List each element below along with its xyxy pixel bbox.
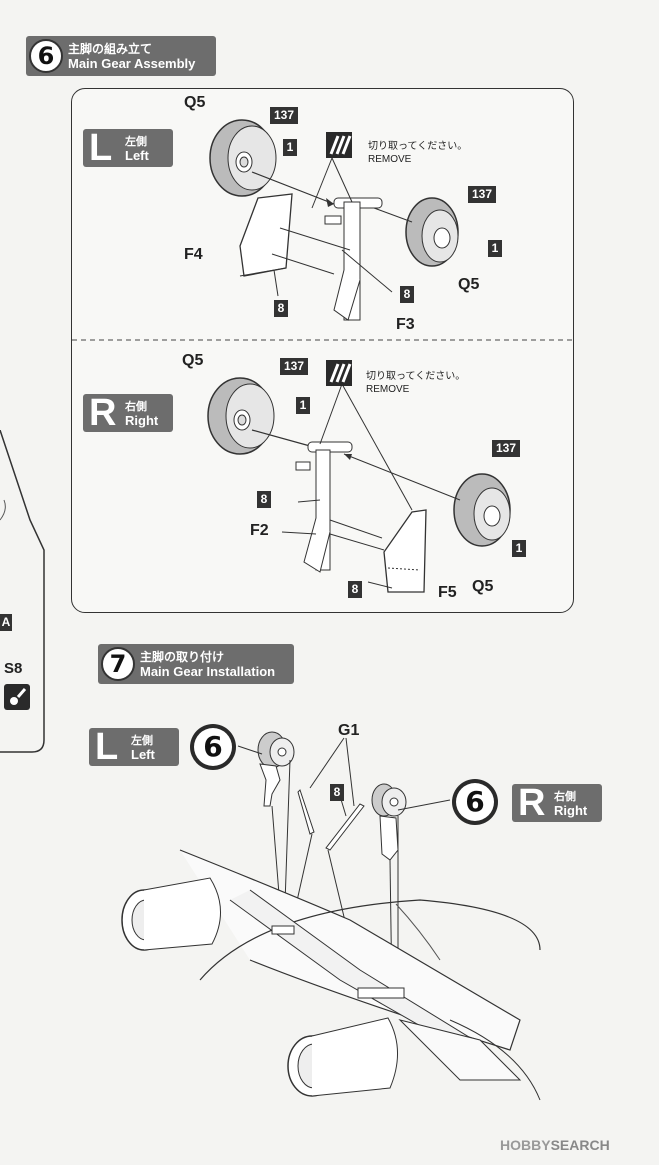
step-6-title-jp: 主脚の組み立て xyxy=(68,42,153,56)
door-g1-left xyxy=(297,789,315,835)
ref-step6-right-num: 6 xyxy=(456,783,494,821)
label-q5-left-right: Q5 xyxy=(458,276,480,293)
step7-left-jp: 左側 xyxy=(131,735,153,747)
watermark-part2: SEARCH xyxy=(550,1137,610,1153)
right-letter: R xyxy=(89,392,117,434)
panel-divider xyxy=(72,339,572,341)
margin-part-s8: S8 xyxy=(4,660,23,677)
label-f4: F4 xyxy=(184,246,203,263)
step7-right-jp: 右側 xyxy=(554,791,576,803)
remove-jp-left: 切り取ってください。 xyxy=(368,141,468,152)
watermark: HOBBYSEARCH xyxy=(500,1137,610,1153)
label-q5-right-bottom: Q5 xyxy=(472,578,494,595)
engine-right xyxy=(287,1017,399,1097)
ref-step6-left: 6 xyxy=(190,724,236,770)
box-1-left-top: 1 xyxy=(283,139,297,156)
label-q5-right-top: Q5 xyxy=(182,352,204,369)
step-7-header: 7 主脚の取り付け Main Gear Installation xyxy=(98,644,294,684)
door-f4 xyxy=(239,193,293,277)
right-side-tag: R 右側 Right xyxy=(83,392,173,434)
step7-right-letter: R xyxy=(518,782,546,824)
box-137-right-top: 137 xyxy=(280,358,308,375)
right-en: Right xyxy=(125,413,159,428)
ref-step6-right: 6 xyxy=(452,779,498,825)
step7-right-tag: R 右側 Right xyxy=(512,782,602,824)
box-8-right-b: 8 xyxy=(348,581,362,598)
box-1-right-bottom: 1 xyxy=(512,540,526,557)
step-6-title-en: Main Gear Assembly xyxy=(68,56,196,71)
box-1-left-right: 1 xyxy=(488,240,502,257)
strut-f3 xyxy=(324,197,383,321)
right-jp: 右側 xyxy=(125,401,147,413)
watermark-part1: HOBBY xyxy=(500,1137,551,1153)
step-6-header: 6 主脚の組み立て Main Gear Assembly xyxy=(26,36,216,76)
left-side-tag: L 左側 Left xyxy=(83,127,173,169)
box-1-right-top: 1 xyxy=(296,397,310,414)
remove-en-right: REMOVE xyxy=(366,384,410,395)
label-f3: F3 xyxy=(396,316,415,333)
wheel-q5-right xyxy=(405,197,459,267)
engine-left xyxy=(121,877,221,951)
remove-text-right: 切り取ってください。 REMOVE xyxy=(366,370,465,396)
step7-left-letter: L xyxy=(95,726,119,768)
box-8-left-a: 8 xyxy=(274,300,288,317)
paint-icon xyxy=(4,684,30,710)
remove-en-left: REMOVE xyxy=(368,154,412,165)
previous-panel-edge xyxy=(0,430,45,753)
left-gear-drawing xyxy=(209,119,459,321)
margin-part-a: A xyxy=(0,614,12,631)
step-7-title-jp: 主脚の取り付け xyxy=(140,650,225,664)
box-8-left-b: 8 xyxy=(400,286,414,303)
step7-right-en: Right xyxy=(554,803,588,818)
left-gear-unit xyxy=(257,731,295,807)
door-f5 xyxy=(383,509,427,593)
aircraft-installation-drawing xyxy=(121,731,541,1101)
door-g1-right xyxy=(325,803,365,851)
wheel-q5-right-top xyxy=(207,377,275,455)
box-137-right-bottom: 137 xyxy=(492,440,520,457)
left-en: Left xyxy=(125,148,149,163)
wheel-q5-right-bottom xyxy=(453,473,511,547)
label-q5-left-top: Q5 xyxy=(184,94,206,111)
remove-jp-right: 切り取ってください。 xyxy=(366,371,466,382)
step-6-number: 6 xyxy=(29,39,63,73)
strut-f2 xyxy=(295,441,353,573)
step-7-number: 7 xyxy=(101,647,135,681)
label-f2: F2 xyxy=(250,522,269,539)
ref-step6-left-num: 6 xyxy=(194,728,232,766)
remove-icon-left xyxy=(326,132,352,158)
right-gear-unit xyxy=(371,783,407,861)
label-g1: G1 xyxy=(338,722,360,739)
step-7-title-en: Main Gear Installation xyxy=(140,664,276,679)
box-137-left-top: 137 xyxy=(270,107,298,124)
left-letter: L xyxy=(89,127,113,169)
remove-text-left: 切り取ってください。 REMOVE xyxy=(368,140,467,166)
box-8-right-a: 8 xyxy=(257,491,271,508)
remove-icon-right xyxy=(326,360,352,386)
box-137-left-right: 137 xyxy=(468,186,496,203)
step7-left-tag: L 左側 Left xyxy=(89,726,179,768)
step7-left-en: Left xyxy=(131,747,155,762)
wheel-q5-left xyxy=(209,119,277,197)
right-gear-drawing xyxy=(207,377,511,593)
left-jp: 左側 xyxy=(125,136,147,148)
label-f5: F5 xyxy=(438,584,457,601)
